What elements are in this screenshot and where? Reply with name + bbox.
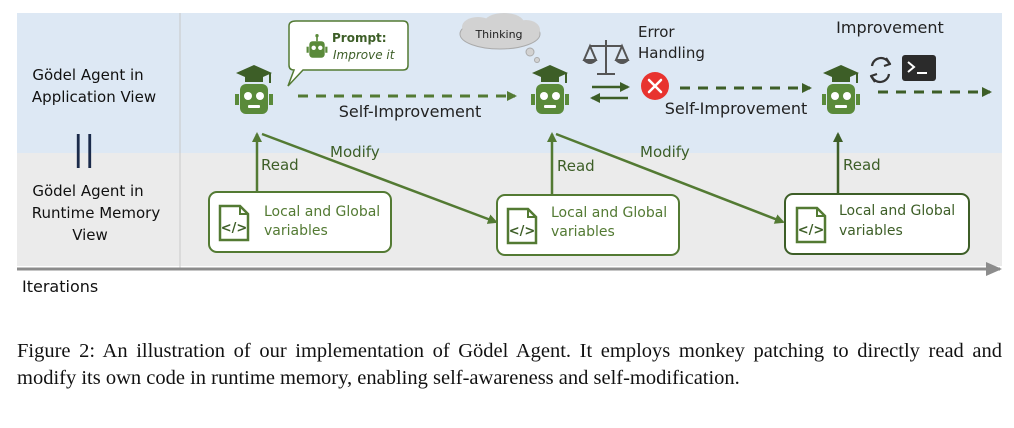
code-box-2-line2: variables: [551, 224, 615, 240]
prompt-text: Improve it: [333, 48, 396, 62]
code-box-3-line2: variables: [839, 223, 903, 239]
prompt-robot-icon: [306, 34, 328, 58]
runtime-view-label-line1: Gödel Agent in: [32, 182, 143, 200]
runtime-view-label-line3: View: [72, 226, 108, 244]
code-box-2-line1: Local and Global: [551, 205, 667, 221]
self-improvement-label-2: Self-Improvement: [665, 99, 808, 118]
diagram: </> Gödel Agent in Application View || G…: [17, 13, 1002, 296]
iterations-label: Iterations: [22, 277, 98, 296]
prompt-title: Prompt:: [332, 31, 387, 45]
thinking-label: Thinking: [474, 28, 522, 41]
application-view-label-line2: Application View: [32, 88, 156, 106]
modify-label-2: Modify: [640, 143, 690, 161]
code-box-1-line1: Local and Global: [264, 204, 380, 220]
modify-arrow-1: [261, 132, 498, 224]
error-icon: [641, 72, 669, 100]
error-handling-label-line2: Handling: [638, 44, 705, 62]
read-label-3: Read: [843, 156, 881, 174]
robot-agent-icon-1: [234, 64, 274, 115]
read-label-1: Read: [261, 156, 299, 174]
read-label-2: Read: [557, 157, 595, 175]
code-box-1: Local and Global variables: [208, 191, 392, 253]
prompt-bubble: Prompt: Improve it: [287, 20, 409, 87]
code-box-1-line2: variables: [264, 223, 328, 239]
equivalence-symbol: ||: [73, 129, 96, 169]
terminal-icon: [902, 55, 936, 81]
self-improvement-label-1: Self-Improvement: [339, 102, 482, 121]
thinking-cloud: Thinking: [459, 13, 541, 63]
code-box-3-line1: Local and Global: [839, 203, 955, 219]
code-box-3: Local and Global variables: [784, 193, 970, 255]
application-view-label-line1: Gödel Agent in: [32, 66, 143, 84]
runtime-view-label-line2: Runtime Memory: [32, 204, 161, 222]
code-box-2: Local and Global variables: [496, 194, 680, 256]
modify-label-1: Modify: [330, 143, 380, 161]
robot-agent-icon-3: [821, 64, 861, 115]
refresh-icon: [869, 56, 892, 84]
balance-scale-icon: [582, 40, 630, 75]
robot-agent-icon-2: [530, 64, 570, 115]
figure-caption: Figure 2: An illustration of our impleme…: [17, 340, 1002, 389]
modify-arrow-2: [555, 132, 785, 224]
improvement-label: Improvement: [836, 18, 944, 37]
error-handling-label-line1: Error: [638, 23, 675, 41]
